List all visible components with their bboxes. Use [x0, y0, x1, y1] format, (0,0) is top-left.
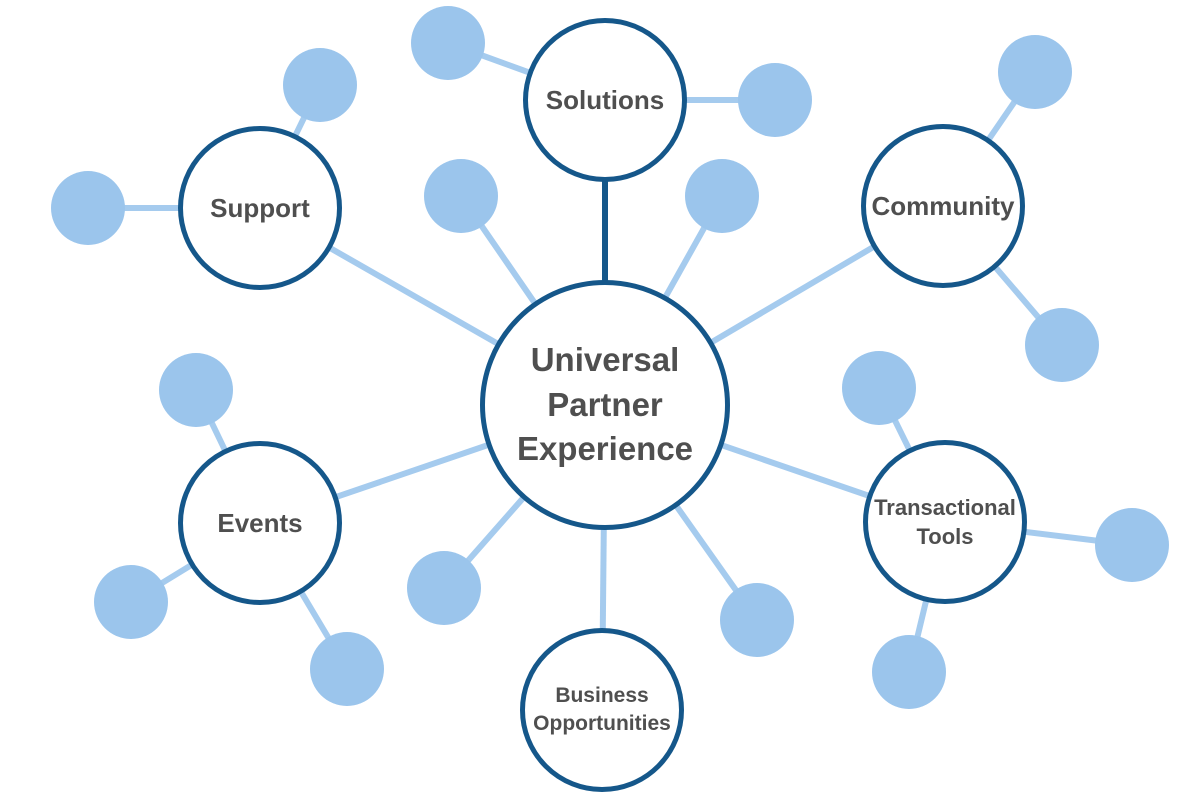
satellite-dot-transactional-tools-1 — [842, 351, 916, 425]
satellite-dot-support-2 — [51, 171, 125, 245]
satellite-dot-events-2 — [94, 565, 168, 639]
hub-node-universal-partner-experience: Universal Partner Experience — [480, 280, 730, 530]
spoke-label-events: Events — [217, 507, 303, 538]
spoke-node-transactional-tools: Transactional Tools — [863, 440, 1027, 604]
satellite-dot-events-3 — [310, 632, 384, 706]
hub-label: Universal Partner Experience — [516, 341, 694, 468]
satellite-dot-solutions-2 — [738, 63, 812, 137]
spoke-node-community: Community — [861, 124, 1025, 288]
spoke-label-community: Community — [871, 190, 1015, 221]
satellite-dot-hub-upper-left — [424, 159, 498, 233]
satellite-dot-transactional-tools-2 — [1095, 508, 1169, 582]
spoke-node-support: Support — [178, 126, 342, 290]
satellite-dot-transactional-tools-3 — [872, 635, 946, 709]
spoke-label-solutions: Solutions — [545, 84, 665, 115]
spoke-node-solutions: Solutions — [523, 18, 687, 182]
spoke-label-business-opportunities: Business Opportunities — [533, 684, 671, 735]
satellite-dot-support-1 — [283, 48, 357, 122]
spoke-label-support: Support — [210, 192, 310, 223]
satellite-dot-hub-upper-right — [685, 159, 759, 233]
satellite-dot-solutions-1 — [411, 6, 485, 80]
spoke-node-business-opportunities: Business Opportunities — [520, 628, 684, 792]
satellite-dot-events-1 — [159, 353, 233, 427]
spoke-node-events: Events — [178, 441, 342, 605]
satellite-dot-community-1 — [998, 35, 1072, 109]
satellite-dot-community-2 — [1025, 308, 1099, 382]
spoke-label-transactional-tools: Transactional Tools — [874, 494, 1016, 549]
satellite-dot-hub-lower-left — [407, 551, 481, 625]
satellite-dot-hub-lower-right — [720, 583, 794, 657]
